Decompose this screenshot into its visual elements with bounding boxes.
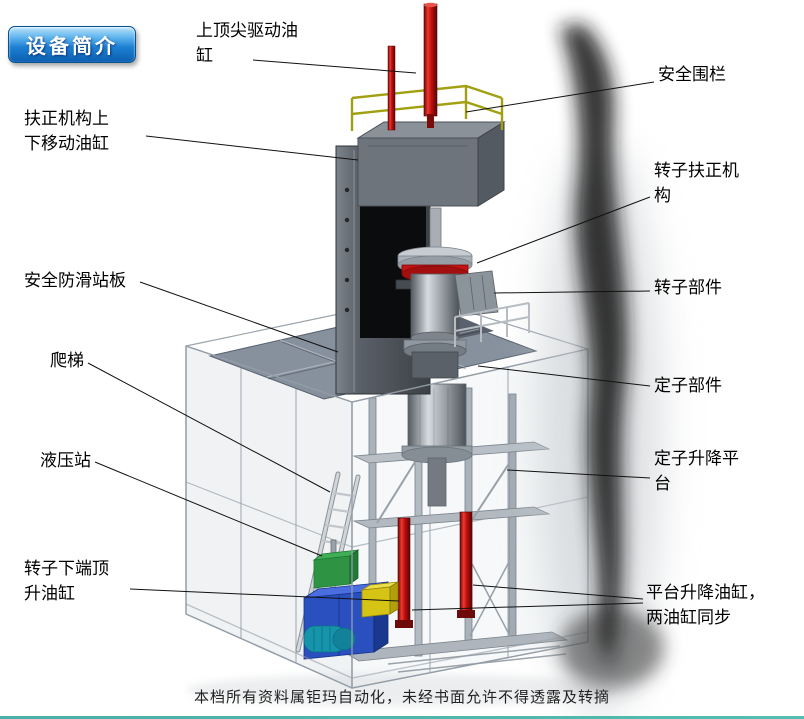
label-platform-lift-cylinders: 平台升降油缸， 两油缸同步 [646, 583, 765, 627]
platform-side-railing [454, 302, 530, 347]
label-centering-lift-cylinder: 扶正机构上 下移动油缸 [24, 109, 109, 153]
leader-lines [87, 59, 655, 611]
rotor-assembly [395, 207, 499, 379]
label-safety-fence: 安全围栏 [658, 65, 726, 84]
top-drive-cylinders [387, 2, 438, 131]
label-rotor-centering-mechanism: 转子扶正机 构 [654, 161, 739, 205]
watermark: 本档所有资料属钜玛自动化，未经书面允许不得透露及转摘 [193, 690, 610, 706]
label-stator-component: 定子部件 [654, 376, 722, 395]
label-ladder: 爬梯 [50, 351, 84, 370]
bottom-divider [0, 716, 804, 719]
hydraulic-station [303, 539, 399, 660]
label-rotor-bottom-jack-cylinder: 转子下端顶 升油缸 [24, 559, 109, 603]
label-rotor-component: 转子部件 [654, 278, 722, 297]
platform-lift-cylinders [395, 511, 475, 628]
ground-shadow [187, 674, 617, 706]
label-stator-lift-platform: 定子升降平 台 [654, 449, 739, 493]
stator-assembly [401, 383, 473, 507]
title-badge: 设备简介 [8, 26, 136, 63]
label-anti-slip-platform: 安全防滑站板 [24, 271, 126, 290]
label-top-tip-cylinder: 上顶尖驱动油 缸 [196, 21, 298, 65]
label-hydraulic-station: 液压站 [40, 451, 91, 470]
shadow-smoke [538, 24, 664, 719]
